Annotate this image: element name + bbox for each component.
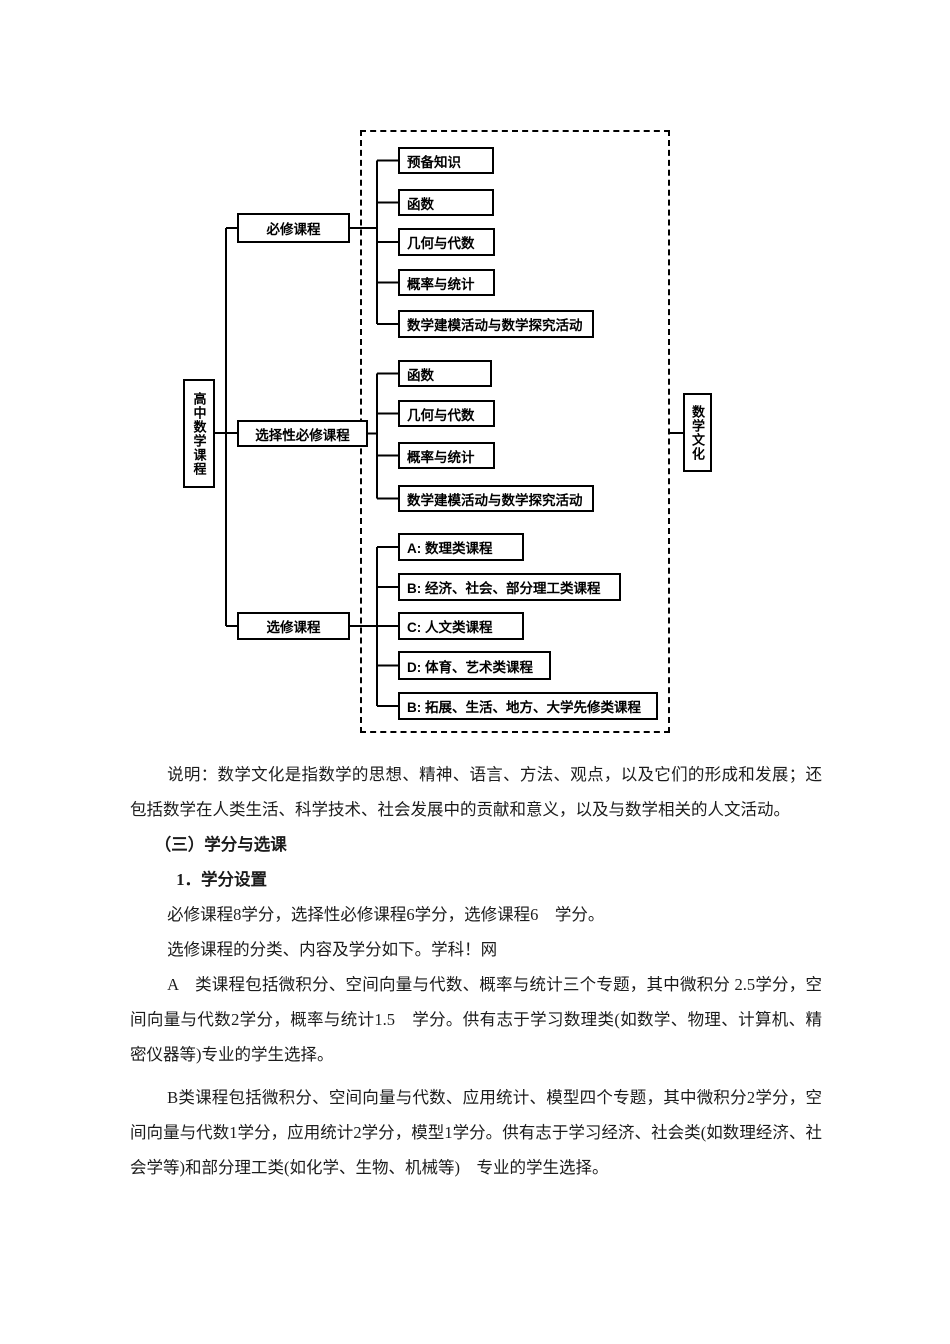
note-paragraph: 说明：数学文化是指数学的思想、精神、语言、方法、观点，以及它们的形成和发展；还包… — [130, 765, 822, 819]
branch-box: 必修课程 — [237, 213, 350, 243]
section-heading: （三）学分与选课 — [154, 835, 287, 854]
course-box: 概率与统计 — [398, 269, 495, 296]
course-box: 数学建模活动与数学探究活动 — [398, 310, 594, 338]
course-box: 数学建模活动与数学探究活动 — [398, 485, 594, 512]
credits-line: 必修课程8学分，选择性必修课程6学分，选修课程6 学分。 — [167, 905, 605, 924]
course-box: D: 体育、艺术类课程 — [398, 651, 551, 680]
root-box: 高中数学课程 — [183, 379, 215, 488]
course-a-paragraph: A 类课程包括微积分、空间向量与代数、概率与统计三个专题，其中微积分 2.5学分… — [130, 975, 822, 1064]
course-box: 概率与统计 — [398, 442, 495, 469]
course-box: 函数 — [398, 189, 494, 216]
course-box: C: 人文类课程 — [398, 612, 524, 640]
course-b-paragraph: B类课程包括微积分、空间向量与代数、应用统计、模型四个专题，其中微积分2学分，空… — [130, 1088, 822, 1177]
document-body: 说明：数学文化是指数学的思想、精神、语言、方法、观点，以及它们的形成和发展；还包… — [130, 757, 822, 1185]
course-box: B: 经济、社会、部分理工类课程 — [398, 573, 621, 601]
branch-box: 选修课程 — [237, 612, 350, 640]
course-box: 预备知识 — [398, 147, 494, 174]
dashed-boundary-frame — [360, 130, 670, 733]
course-box: 几何与代数 — [398, 228, 495, 256]
curriculum-flowchart: 高中数学课程数学文化必修课程预备知识函数几何与代数概率与统计数学建模活动与数学探… — [183, 130, 712, 733]
elective-intro-line: 选修课程的分类、内容及学分如下。学科！网 — [167, 940, 498, 959]
subsection-heading: 1．学分设置 — [176, 870, 267, 889]
culture-box: 数学文化 — [683, 393, 712, 472]
branch-box: 选择性必修课程 — [237, 420, 368, 447]
course-box: 几何与代数 — [398, 400, 495, 427]
course-box: A: 数理类课程 — [398, 533, 524, 561]
connector-lines — [215, 159, 683, 707]
course-box: B: 拓展、生活、地方、大学先修类课程 — [398, 692, 658, 720]
course-box: 函数 — [398, 360, 492, 387]
